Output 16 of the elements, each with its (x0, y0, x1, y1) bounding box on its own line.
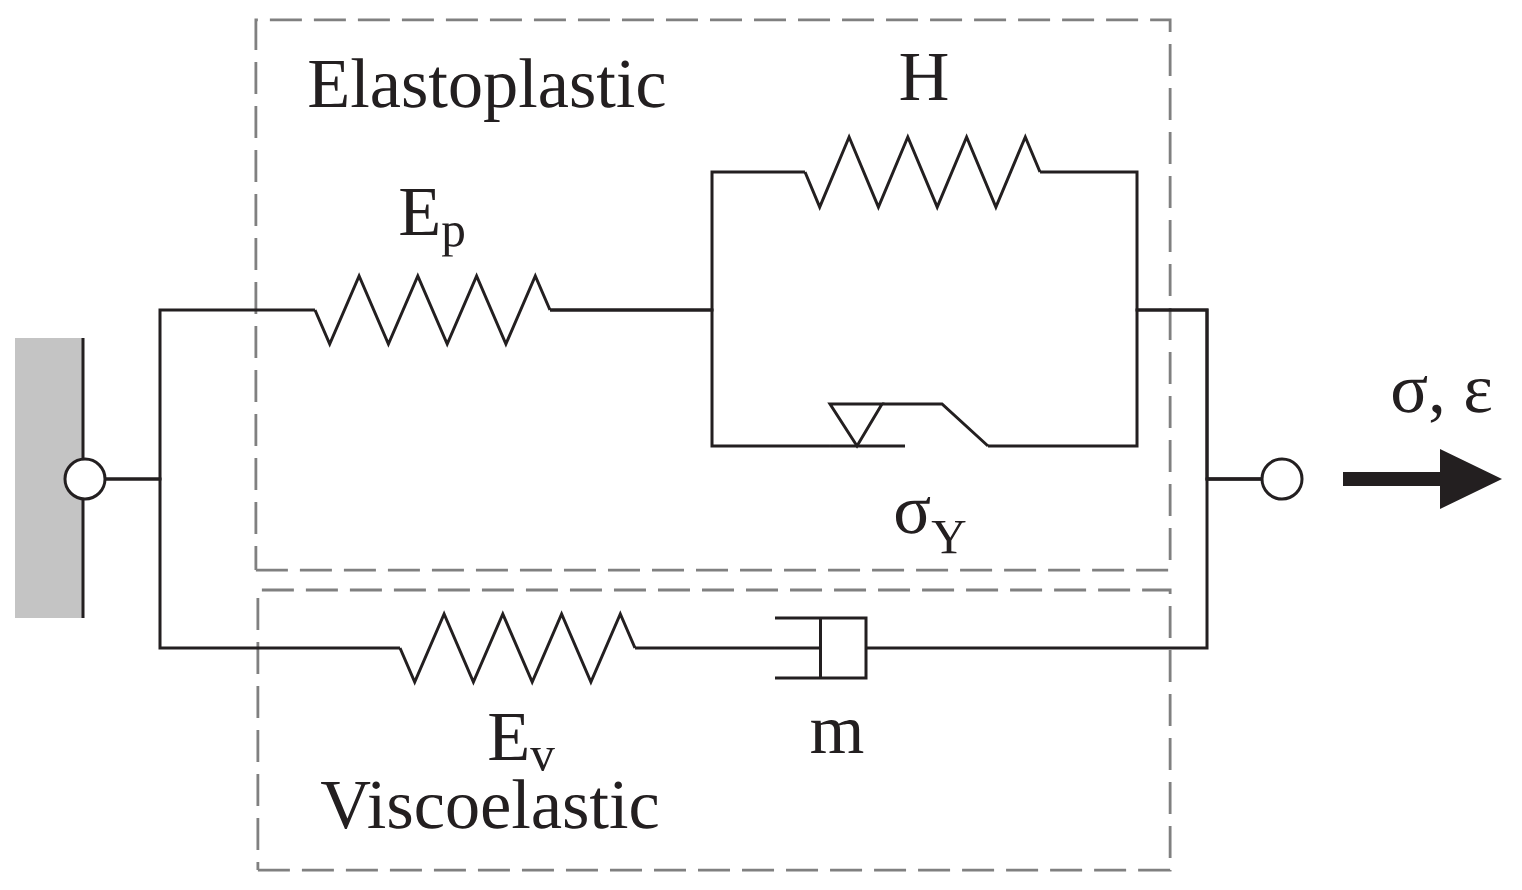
parameter-label: E$_{p}$ (400, 189, 464, 257)
symbol-label: σ, ε (1392, 376, 1491, 423)
parameter-label: m (811, 719, 864, 753)
dashpot-symbol (775, 616, 868, 680)
terminal-circle (63, 457, 107, 501)
parameter-label: σ$_{Y}$ (895, 497, 966, 554)
parameter-label: H (900, 54, 948, 100)
spring-symbol (398, 610, 637, 686)
spring-symbol (313, 272, 552, 348)
connector-line (550, 308, 830, 448)
parameter-label: E$_{v}$ (489, 714, 555, 772)
spring-symbol (803, 133, 1042, 211)
connector-line (635, 646, 775, 650)
terminal-circle (1260, 457, 1304, 501)
connector-line (105, 477, 400, 650)
connector-line (866, 477, 1262, 650)
